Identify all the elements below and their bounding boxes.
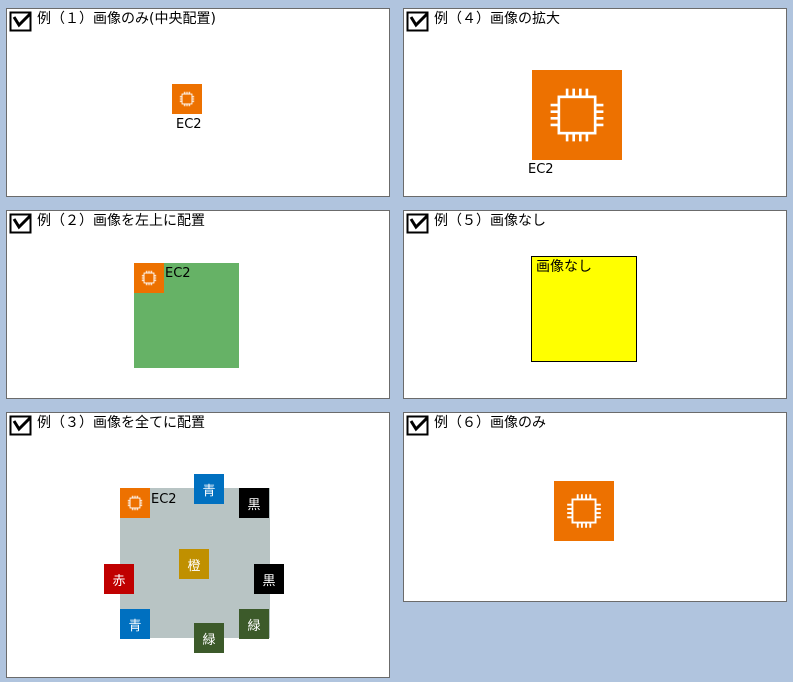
- ec2-chip-icon: [554, 481, 614, 541]
- black-box-right: 黒: [254, 564, 284, 594]
- blue-box-bottom-left: 青: [120, 609, 150, 639]
- panel-title: 例（２）画像を左上に配置: [37, 213, 205, 229]
- ec2-label: EC2: [151, 492, 177, 507]
- panel-title: 例（１）画像のみ(中央配置): [37, 11, 216, 27]
- panel-example-3: 例（３）画像を全てに配置 EC2 青 黒 橙 赤 黒 青 緑 緑: [6, 412, 390, 678]
- panel-example-1: 例（１）画像のみ(中央配置) EC2: [6, 8, 390, 197]
- ec2-label: EC2: [165, 266, 191, 281]
- ec2-chip-icon: [120, 488, 150, 518]
- ec2-chip-icon: [134, 263, 164, 293]
- ec2-chip-icon: [172, 84, 202, 114]
- panel-example-5: 例（５）画像なし 画像なし: [403, 210, 787, 399]
- green-box-bottom: 緑: [194, 623, 224, 653]
- frame-edit-icon: [9, 415, 32, 436]
- orange-box-center: 橙: [179, 549, 209, 579]
- panel-example-2: 例（２）画像を左上に配置 EC2: [6, 210, 390, 399]
- red-box-left: 赤: [104, 564, 134, 594]
- panel-title: 例（３）画像を全てに配置: [37, 415, 205, 431]
- ec2-label: EC2: [176, 117, 202, 132]
- ec2-label: EC2: [528, 162, 554, 177]
- panel-title: 例（５）画像なし: [434, 213, 546, 229]
- black-box-top-right: 黒: [239, 488, 269, 518]
- ec2-chip-icon: [532, 70, 622, 160]
- panel-title: 例（４）画像の拡大: [434, 11, 560, 27]
- panel-example-6: 例（６）画像のみ: [403, 412, 787, 602]
- frame-edit-icon: [406, 213, 429, 234]
- no-image-box: 画像なし: [531, 256, 637, 362]
- blue-box-top: 青: [194, 474, 224, 504]
- frame-edit-icon: [9, 213, 32, 234]
- no-image-label: 画像なし: [536, 259, 592, 275]
- panel-example-4: 例（４）画像の拡大 EC2: [403, 8, 787, 197]
- frame-edit-icon: [406, 11, 429, 32]
- frame-edit-icon: [9, 11, 32, 32]
- green-box-bottom-right: 緑: [239, 609, 269, 639]
- frame-edit-icon: [406, 415, 429, 436]
- panel-title: 例（６）画像のみ: [434, 415, 546, 431]
